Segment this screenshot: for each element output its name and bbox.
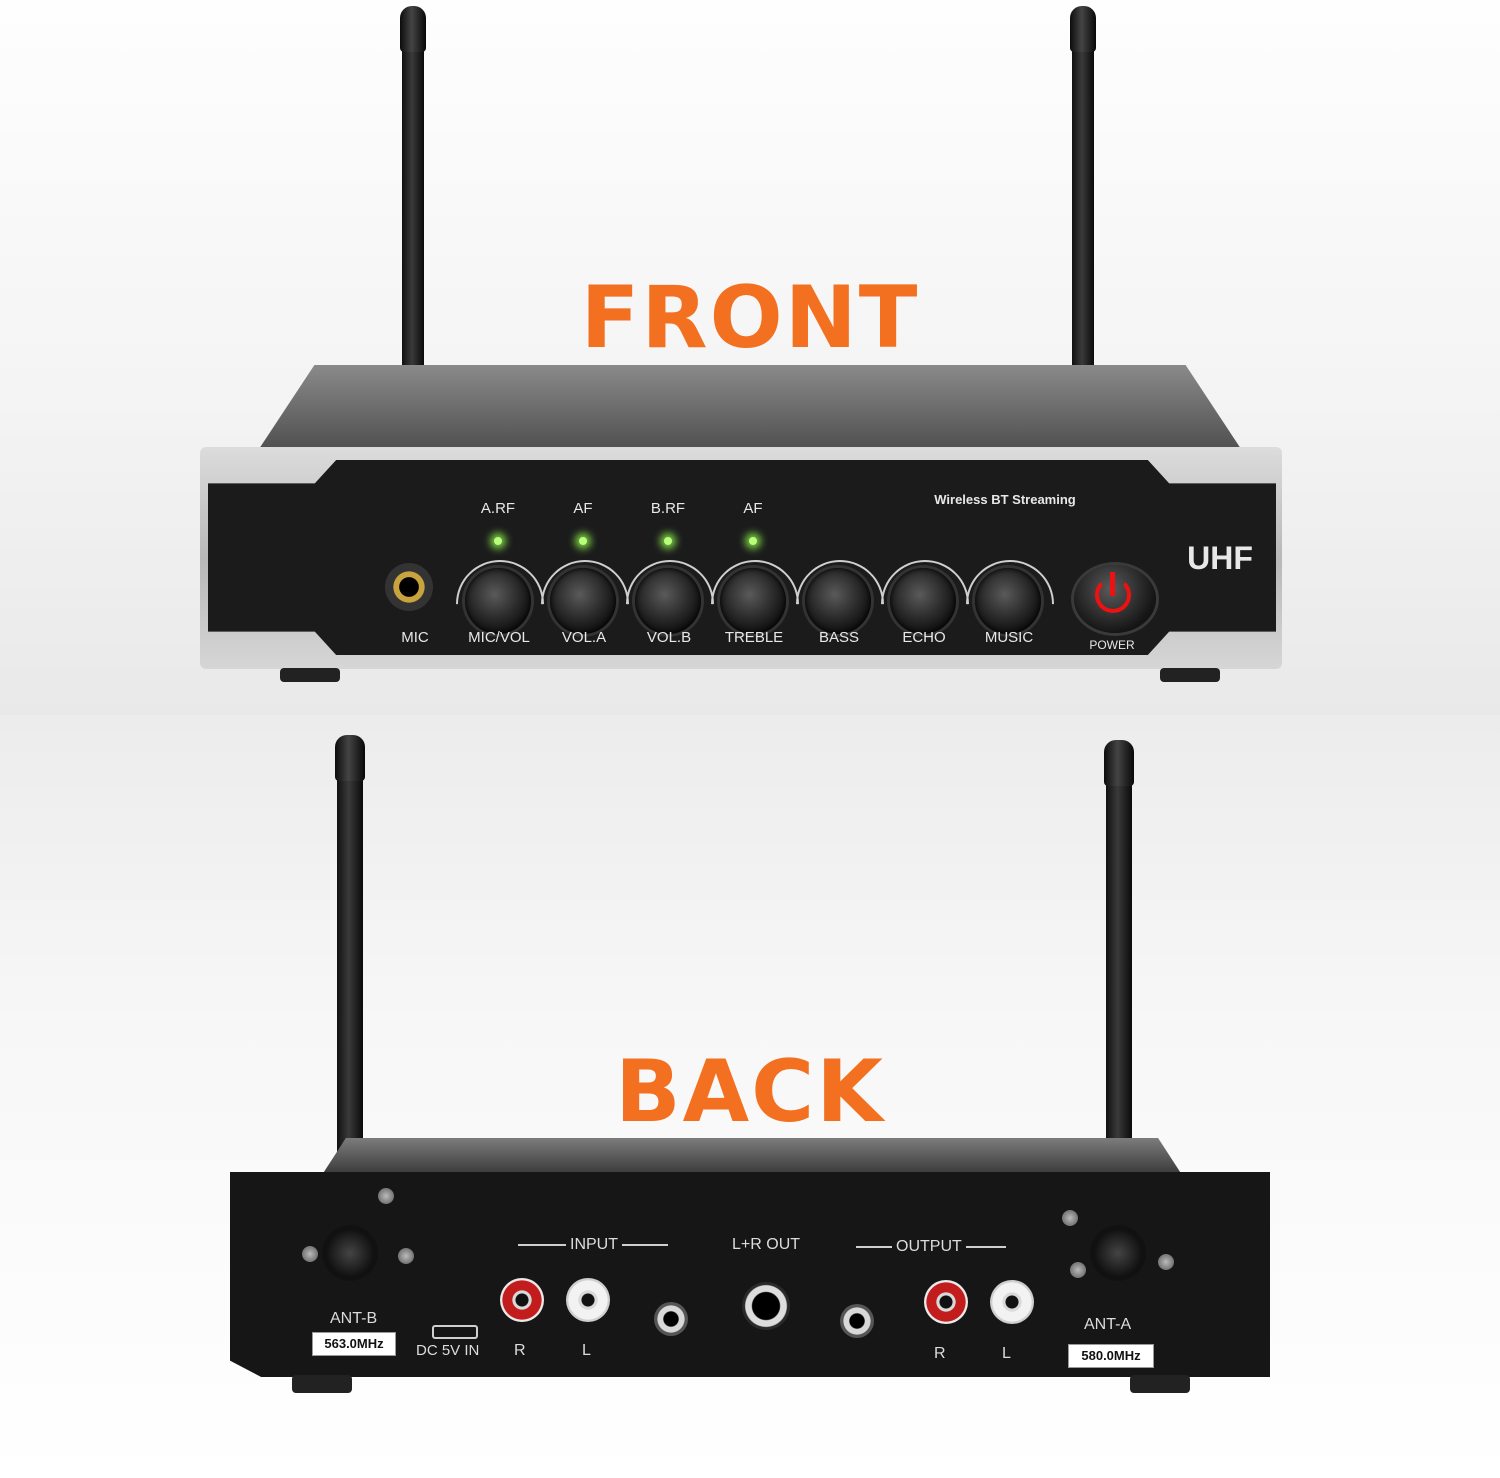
vol-a-knob[interactable] <box>550 568 616 634</box>
back-left-antenna-tip <box>335 735 365 781</box>
led-af-b <box>749 537 757 545</box>
music-knob[interactable] <box>975 568 1041 634</box>
screw-icon <box>302 1246 318 1262</box>
front-title: FRONT <box>580 268 920 368</box>
screw-icon <box>1062 1210 1078 1226</box>
led-b-rf <box>664 537 672 545</box>
output-r-rca-jack[interactable] <box>924 1280 968 1324</box>
back-title: BACK <box>615 1042 885 1142</box>
ant-a-label: ANT-A <box>1084 1316 1132 1333</box>
label-b-rf: B.RF <box>650 500 686 517</box>
front-left-antenna-tip <box>400 6 426 52</box>
front-right-antenna <box>1072 40 1094 380</box>
power-icon-stem <box>1110 572 1115 596</box>
input-aux-jack[interactable] <box>654 1302 688 1336</box>
led-af-a <box>579 537 587 545</box>
power-icon <box>1095 577 1131 613</box>
knob-label-treble: TREBLE <box>724 629 784 646</box>
back-foot-right <box>1130 1375 1190 1393</box>
screw-icon <box>398 1248 414 1264</box>
ant-a-frequency: 580.0MHz <box>1068 1344 1154 1368</box>
uhf-brand: UHF <box>1187 540 1253 576</box>
front-unit-top <box>255 365 1245 455</box>
front-right-antenna-tip <box>1070 6 1096 52</box>
output-l-label: L <box>1002 1345 1011 1362</box>
input-r-rca-jack[interactable] <box>500 1278 544 1322</box>
output-r-label: R <box>934 1345 946 1362</box>
echo-knob[interactable] <box>890 568 956 634</box>
input-label: INPUT <box>566 1236 622 1254</box>
screw-icon <box>1070 1262 1086 1278</box>
mic-vol-knob[interactable] <box>465 568 531 634</box>
ant-b-frequency: 563.0MHz <box>312 1332 396 1356</box>
knob-label-vol-b: VOL.B <box>646 629 692 646</box>
ant-b-label: ANT-B <box>330 1310 378 1327</box>
output-l-rca-jack[interactable] <box>990 1280 1034 1324</box>
screw-icon <box>378 1188 394 1204</box>
knob-label-music: MUSIC <box>984 629 1034 646</box>
front-foot-left <box>280 668 340 682</box>
label-af-b: AF <box>743 500 763 517</box>
back-foot-left <box>292 1375 352 1393</box>
lr-out-jack[interactable] <box>742 1282 790 1330</box>
input-r-label: R <box>514 1342 526 1359</box>
screw-icon <box>1158 1254 1174 1270</box>
label-af-a: AF <box>573 500 593 517</box>
treble-knob[interactable] <box>720 568 786 634</box>
input-l-rca-jack[interactable] <box>566 1278 610 1322</box>
knob-label-echo: ECHO <box>902 629 946 646</box>
mic-label: MIC <box>401 629 429 646</box>
power-label: POWER <box>1089 638 1135 652</box>
ant-a-connector[interactable] <box>1090 1225 1146 1281</box>
front-left-antenna <box>402 40 424 380</box>
knob-label-vol-a: VOL.A <box>561 629 607 646</box>
lr-out-label: L+R OUT <box>732 1236 801 1253</box>
output-aux-jack[interactable] <box>840 1304 874 1338</box>
dc-in-label: DC 5V IN <box>416 1342 480 1359</box>
label-a-rf: A.RF <box>480 500 516 517</box>
knob-label-mic-vol: MIC/VOL <box>468 629 530 646</box>
back-panel <box>230 1172 1270 1377</box>
led-a-rf <box>494 537 502 545</box>
mic-jack[interactable] <box>385 563 433 611</box>
dc-usb-port[interactable] <box>432 1325 478 1339</box>
front-foot-right <box>1160 668 1220 682</box>
vol-b-knob[interactable] <box>635 568 701 634</box>
output-label: OUTPUT <box>892 1238 966 1256</box>
knob-label-bass: BASS <box>818 629 860 646</box>
back-right-antenna-tip <box>1104 740 1134 786</box>
wireless-bt-label: Wireless BT Streaming <box>934 492 1076 507</box>
back-unit-top <box>320 1138 1184 1178</box>
ant-b-connector[interactable] <box>322 1225 378 1281</box>
bass-knob[interactable] <box>805 568 871 634</box>
input-l-label: L <box>582 1342 591 1359</box>
